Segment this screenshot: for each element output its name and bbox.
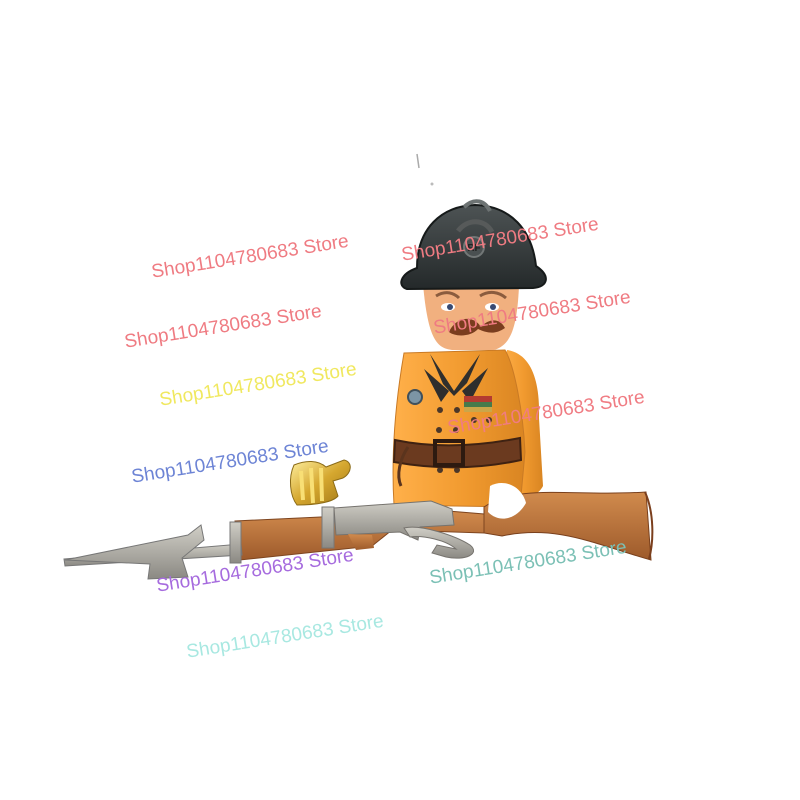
rifle-stock	[483, 491, 652, 561]
rifle-lever	[403, 526, 475, 559]
gold-cartridge-clip	[289, 459, 351, 506]
dust-mark	[416, 153, 420, 169]
helmet-badge-icon: RF	[456, 219, 495, 258]
uniform-lapel	[424, 368, 488, 402]
rifle-band-front	[229, 521, 242, 564]
uniform-badge	[407, 389, 423, 405]
bolt-action-rifle	[63, 483, 654, 580]
rifle-trigger-guard	[348, 534, 374, 550]
uniform-torso	[392, 349, 526, 508]
helmet-crest	[462, 199, 492, 213]
rifle-band-middle	[321, 506, 335, 549]
hand	[488, 483, 526, 519]
medal-ribbons	[464, 396, 492, 412]
mustache	[449, 318, 505, 336]
helmet-badge-text: RF	[467, 243, 480, 254]
rifle-receiver	[333, 500, 455, 541]
dust-dot	[430, 182, 434, 186]
uniform-buttons	[436, 407, 492, 473]
rifle-bayonet	[64, 524, 205, 580]
minifigure-head	[423, 284, 519, 350]
belt-pouch	[397, 446, 410, 487]
belt-buckle	[433, 439, 465, 467]
face	[435, 290, 507, 336]
uniform-collar	[430, 354, 480, 396]
rifle-butt-plate	[644, 491, 654, 560]
